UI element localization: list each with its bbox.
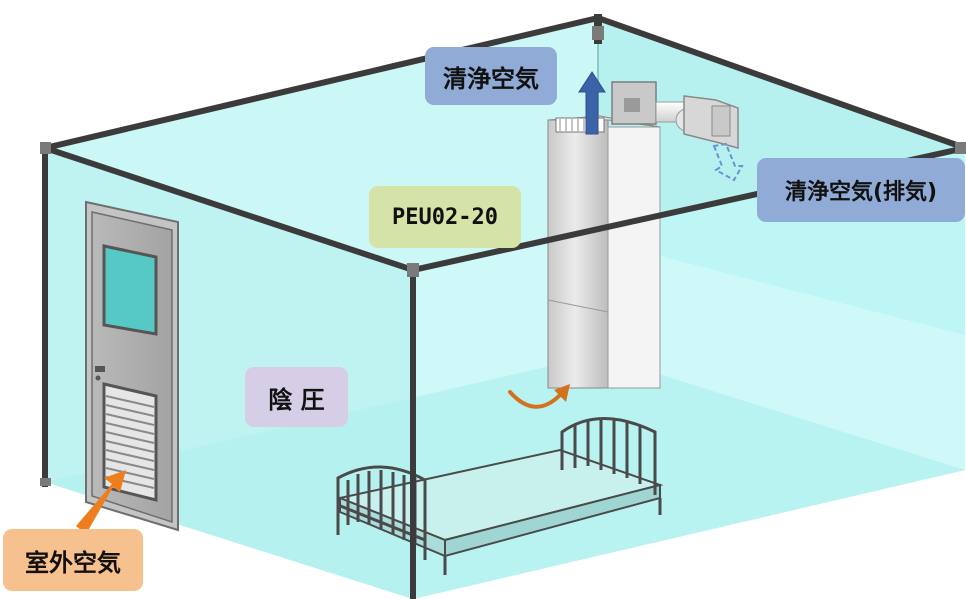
frame-corner-back (592, 26, 604, 40)
frame-corner-right (955, 142, 966, 154)
unit-body-front (547, 119, 609, 389)
negative-pressure-label: 陰 圧 (245, 367, 348, 427)
frame-corner-front (407, 263, 419, 277)
exhaust-arrow (712, 142, 744, 182)
frame-top-front-left (41, 144, 417, 274)
exhaust-duct (611, 81, 739, 149)
door-window (102, 244, 158, 336)
clean-air-up-arrow (578, 71, 606, 135)
clean-air-exhaust-label: 清浄空気(排気) (757, 158, 965, 222)
circulation-arrow (508, 384, 570, 409)
door (85, 200, 179, 532)
bed (336, 417, 664, 575)
door-handle-icon (95, 366, 105, 372)
bed-footboard (336, 465, 427, 560)
outdoor-air-label: 室外空気 (3, 529, 143, 591)
room-frame (41, 14, 966, 599)
outdoor-air-arrow (76, 470, 126, 534)
clean-air-label: 清浄空気 (425, 47, 557, 105)
bed-headboard (560, 417, 657, 495)
air-purifier-unit (547, 115, 661, 389)
unit-model-label: PEU02-20 (369, 186, 521, 248)
unit-body-side (607, 126, 661, 389)
frame-foot-left (40, 478, 51, 486)
frame-corner-left (40, 142, 51, 154)
